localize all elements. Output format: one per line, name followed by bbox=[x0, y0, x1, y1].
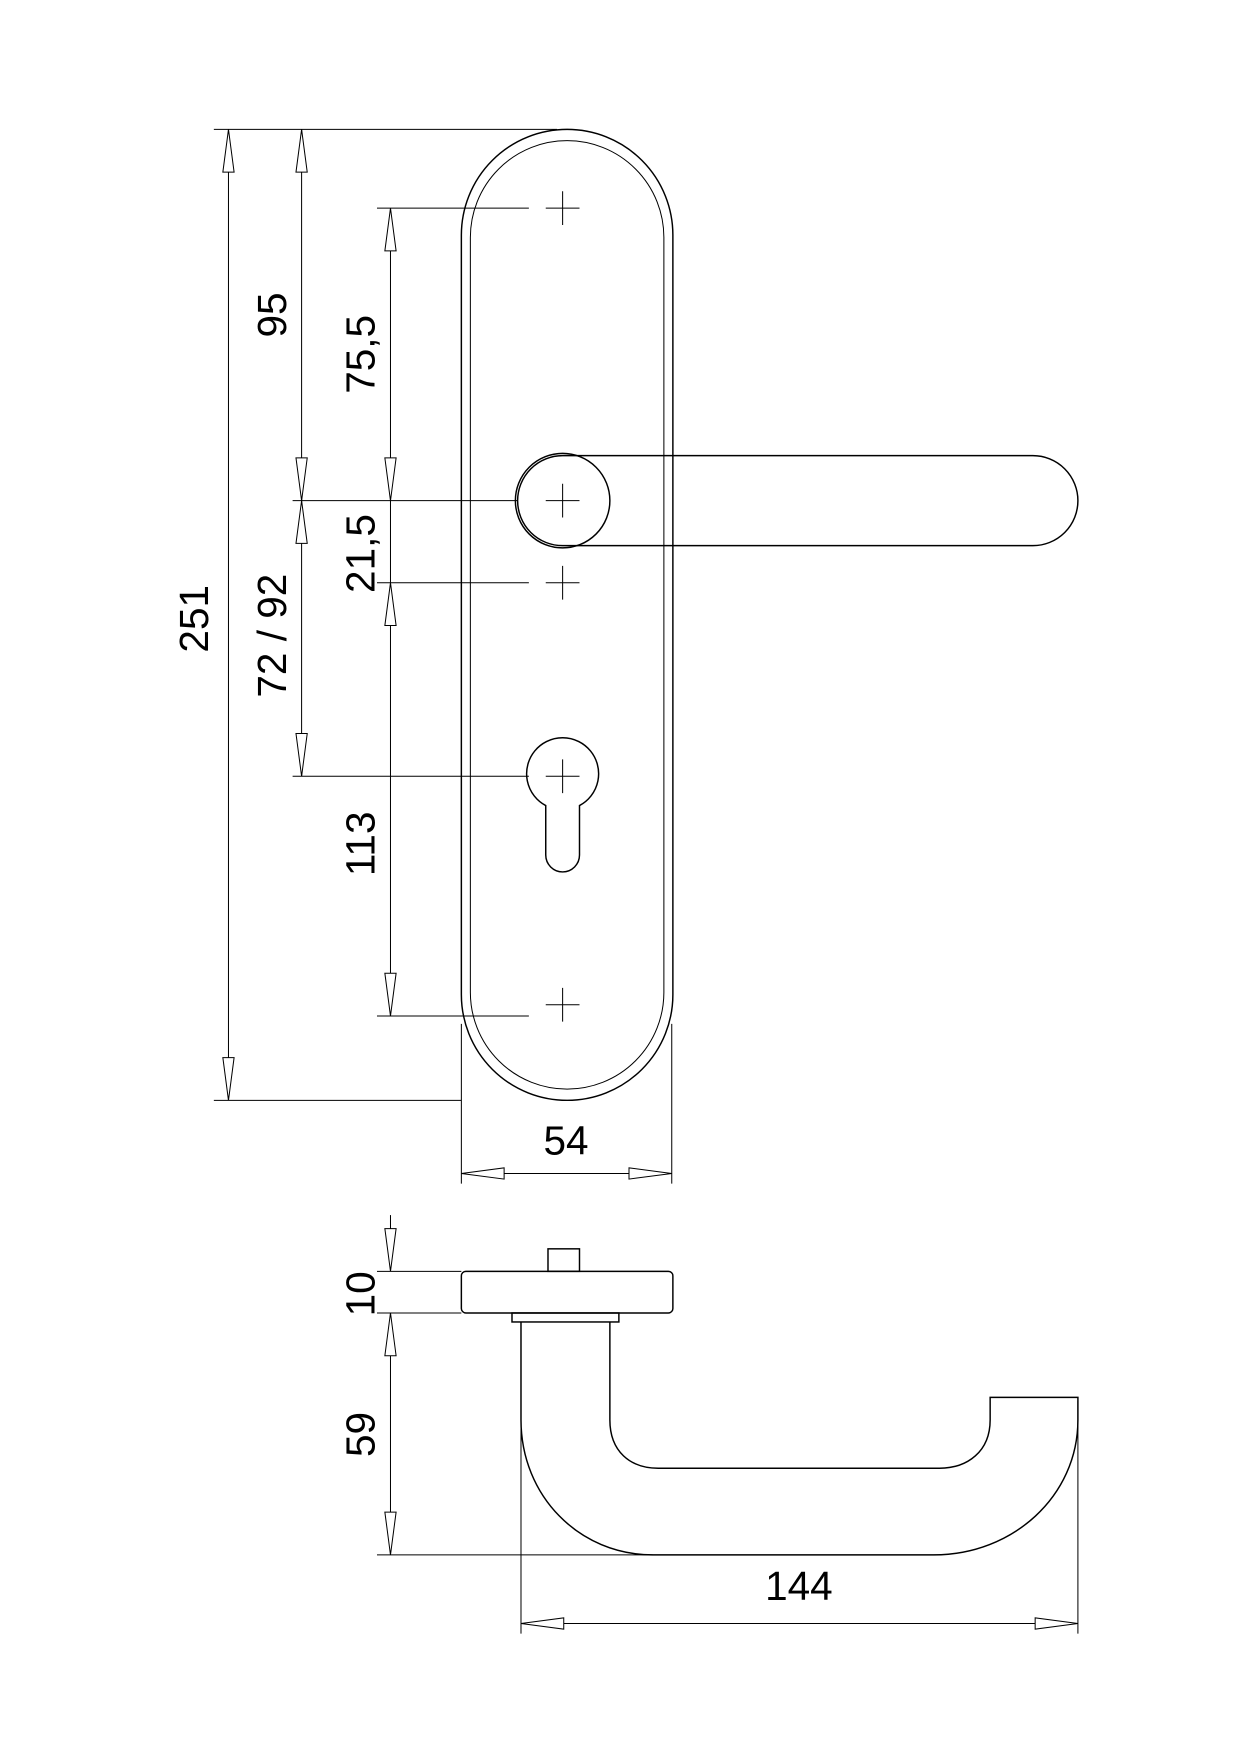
dim-label-54: 54 bbox=[543, 1117, 588, 1163]
keyhole-cylinder bbox=[525, 737, 600, 873]
dim-label-251: 251 bbox=[171, 585, 217, 653]
dimension-arrows bbox=[222, 129, 672, 1180]
side-view: 10 59 144 bbox=[338, 1215, 1079, 1634]
side-extension-lines bbox=[376, 1270, 1079, 1634]
plate-side-profile bbox=[460, 1270, 674, 1314]
rose-ring bbox=[511, 1312, 620, 1323]
dim-label-113: 113 bbox=[338, 812, 384, 877]
side-dimension-arrows bbox=[384, 1228, 1078, 1630]
square-spindle-stub bbox=[547, 1248, 581, 1273]
dim-label-144: 144 bbox=[765, 1563, 833, 1609]
dim-label-75-5: 75,5 bbox=[338, 315, 384, 394]
side-dimension-lines bbox=[389, 1215, 1078, 1624]
dim-label-10: 10 bbox=[338, 1271, 384, 1316]
dim-label-95: 95 bbox=[249, 292, 295, 337]
dim-label-21-5: 21,5 bbox=[338, 514, 384, 593]
screw-center-marks bbox=[545, 191, 580, 1022]
dimension-lines bbox=[227, 129, 672, 1174]
escutcheon-plate-inner-edge bbox=[469, 140, 665, 1090]
lever-side-profile bbox=[520, 1321, 1079, 1556]
dim-label-59: 59 bbox=[338, 1412, 384, 1457]
front-view: 251 95 72 / 92 75,5 21,5 113 54 bbox=[171, 128, 1079, 1184]
extension-lines bbox=[213, 128, 673, 1184]
escutcheon-plate-outline bbox=[460, 128, 674, 1102]
dim-label-72-92: 72 / 92 bbox=[249, 574, 295, 698]
handle-lever bbox=[516, 454, 1079, 547]
